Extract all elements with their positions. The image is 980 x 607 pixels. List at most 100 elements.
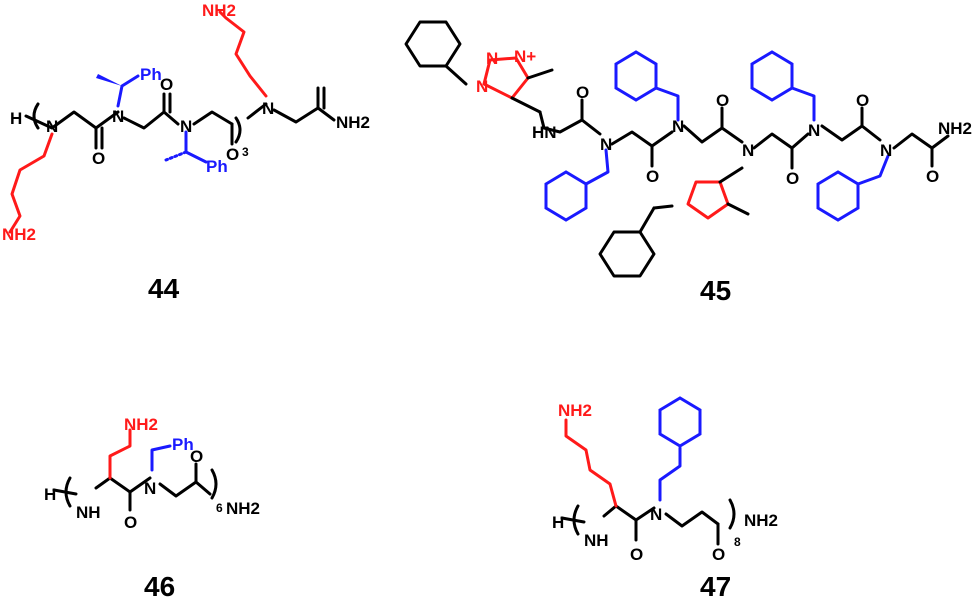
backbone-44b bbox=[122, 110, 166, 130]
o1-44: O bbox=[92, 149, 105, 168]
o1-47: O bbox=[630, 545, 643, 564]
wedge-44a bbox=[96, 74, 122, 86]
n-plus-45: N+ bbox=[514, 47, 536, 66]
o3-44: O bbox=[226, 145, 239, 164]
pe-chain-47 bbox=[658, 446, 682, 502]
nh2-top-44: NH2 bbox=[202, 1, 236, 20]
pe-chain-44a bbox=[116, 74, 140, 108]
o1-46: O bbox=[124, 513, 137, 532]
backbone-45e bbox=[820, 124, 882, 142]
label-44: 44 bbox=[148, 273, 180, 304]
nh-45: HN bbox=[532, 123, 557, 142]
h-bond-47 bbox=[560, 516, 586, 524]
pe-45b bbox=[790, 86, 816, 122]
o-d-45: O bbox=[786, 169, 799, 188]
compound-44: H N O N Ph O N Ph O 3 N NH2 NH2 NH2 44 bbox=[2, 1, 370, 304]
n-triazole-45: N bbox=[476, 77, 488, 96]
h-end-44: H bbox=[10, 109, 22, 128]
o-f-45: O bbox=[926, 167, 939, 186]
backbone-44c bbox=[162, 110, 180, 126]
lys-chain-46 bbox=[108, 428, 132, 480]
nh-46: NH bbox=[76, 503, 101, 522]
amide-44 bbox=[316, 106, 336, 122]
repeat-44: 3 bbox=[242, 145, 249, 159]
methyl-45b bbox=[726, 202, 750, 216]
nh2-top-47: NH2 bbox=[558, 401, 592, 420]
pe-45d bbox=[856, 154, 890, 186]
phenyl-45d bbox=[816, 170, 860, 222]
n-e-45: N bbox=[880, 141, 892, 160]
backbone-47a bbox=[602, 504, 656, 522]
n-47: N bbox=[650, 505, 662, 524]
backbone-45d bbox=[752, 132, 810, 150]
backbone-47b bbox=[664, 510, 720, 528]
bn-chain-46 bbox=[150, 444, 172, 472]
lys-chain-44b bbox=[218, 10, 268, 98]
amide-45 bbox=[930, 134, 950, 150]
compound-47: H NH N O O NH2 8 NH2 47 bbox=[552, 396, 778, 602]
n1-44: N bbox=[46, 117, 58, 136]
n-triazole2-45: N bbox=[486, 49, 498, 68]
ph1-44: Ph bbox=[140, 65, 162, 84]
backbone-44f bbox=[272, 106, 320, 124]
backbone-44e bbox=[246, 102, 268, 120]
phenyl-45a bbox=[614, 50, 658, 102]
o2-47: O bbox=[712, 545, 725, 564]
n-a-45: N bbox=[600, 135, 612, 154]
phenyl-45b bbox=[750, 50, 794, 102]
bracket-open bbox=[32, 102, 40, 130]
lys-chain-44a bbox=[8, 132, 54, 234]
ph-46: Ph bbox=[172, 435, 194, 454]
n2-44: N bbox=[112, 107, 124, 126]
n-46: N bbox=[144, 479, 156, 498]
nh2-top-46: NH2 bbox=[124, 415, 158, 434]
triazole-45a bbox=[482, 56, 530, 100]
backbone-45c bbox=[682, 124, 744, 144]
backbone-44d bbox=[192, 110, 234, 126]
n3-44: N bbox=[180, 117, 192, 136]
nh2-end-46: NH2 bbox=[226, 499, 260, 518]
link-45b bbox=[718, 166, 744, 184]
label-45: 45 bbox=[700, 275, 731, 306]
nh2-end-44: NH2 bbox=[336, 113, 370, 132]
backbone-45a bbox=[538, 110, 602, 136]
nh2-side-44: NH2 bbox=[2, 225, 36, 244]
n-d-45: N bbox=[808, 121, 820, 140]
o-b-45: O bbox=[646, 167, 659, 186]
cyclohexane-45a bbox=[404, 20, 462, 68]
repeat-47: 8 bbox=[734, 535, 741, 549]
n-c-45: N bbox=[742, 141, 754, 160]
nh2-45: NH2 bbox=[938, 119, 972, 138]
bracket-close-47 bbox=[728, 498, 736, 530]
backbone-45f bbox=[892, 132, 934, 150]
phenyl-45c bbox=[544, 170, 588, 222]
compound-45: HN N N N+ N N N N N O O O O O O NH2 45 bbox=[404, 20, 972, 306]
h-end-47: H bbox=[552, 513, 564, 532]
ch2-45b bbox=[638, 206, 656, 234]
ch2-45b2 bbox=[652, 204, 674, 210]
hash-44b bbox=[164, 150, 188, 162]
n4-44: N bbox=[262, 99, 274, 118]
o-e-45: O bbox=[856, 91, 869, 110]
ph2-44: Ph bbox=[206, 157, 228, 176]
o2-46: O bbox=[190, 447, 203, 466]
nh-47: NH bbox=[584, 531, 609, 550]
ch2-45a bbox=[444, 64, 468, 86]
backbone-46b bbox=[158, 480, 212, 498]
bracket-close-46 bbox=[210, 468, 218, 500]
label-47: 47 bbox=[700, 571, 731, 602]
link-45a bbox=[510, 96, 542, 114]
h-end-46: H bbox=[44, 485, 56, 504]
cyclohexane-45b bbox=[598, 230, 656, 278]
o-a-45: O bbox=[576, 83, 589, 102]
compound-46: H NH N O O Ph NH2 6 NH2 46 bbox=[44, 415, 260, 602]
pe-chain-44b bbox=[184, 130, 208, 164]
backbone-45b bbox=[610, 130, 674, 148]
methyl-45a bbox=[526, 68, 554, 80]
triazole-45b bbox=[686, 180, 730, 220]
pe-45a bbox=[654, 86, 680, 122]
phenyl-47 bbox=[658, 396, 702, 448]
o2-44: O bbox=[160, 75, 173, 94]
lys-chain-47 bbox=[564, 418, 618, 508]
